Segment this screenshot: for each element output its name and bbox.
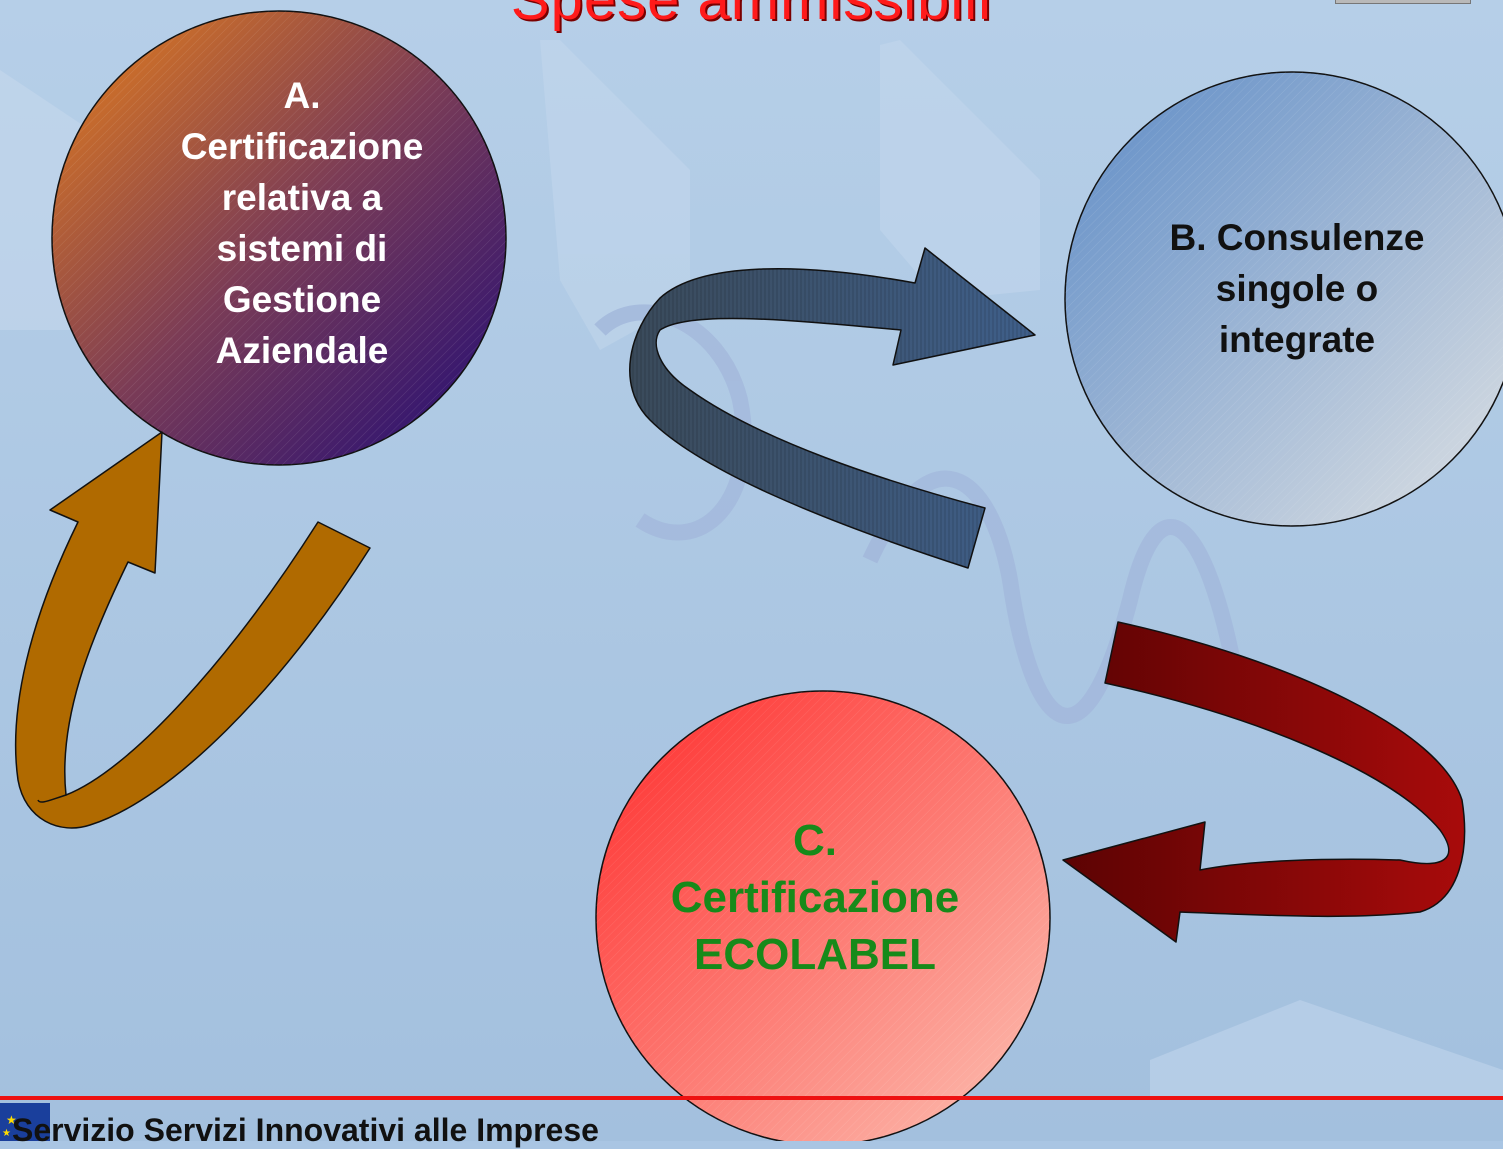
node-a-line: sistemi di <box>216 228 388 269</box>
node-b-line: singole o <box>1215 268 1379 309</box>
node-a-line: A. <box>283 75 321 116</box>
node-b-line: B. Consulenze <box>1169 217 1425 258</box>
node-c-line: ECOLABEL <box>694 930 936 979</box>
eu-flag-icon: ★ ★ <box>0 1103 50 1141</box>
node-b-line: integrate <box>1218 319 1376 360</box>
node-a-line: relativa a <box>221 177 383 218</box>
node-c <box>595 690 1051 1141</box>
node-c-line: C. <box>793 816 837 865</box>
node-a <box>51 10 507 466</box>
arrow-b-to-c <box>1062 621 1466 943</box>
node-a-line: Gestione <box>222 279 382 320</box>
node-a-line: Aziendale <box>215 330 389 371</box>
svg-text:★: ★ <box>2 1128 11 1139</box>
node-a-line: Certificazione <box>180 126 424 167</box>
corner-logo <box>1335 0 1471 4</box>
arrow-a-to-b <box>629 247 1036 569</box>
node-b <box>1064 71 1503 527</box>
svg-text:★: ★ <box>6 1113 17 1127</box>
footer-divider <box>0 1096 1503 1100</box>
node-a-label: A. Certificazione relativa a sistemi di … <box>120 70 484 376</box>
page-title: Spese ammissibili <box>0 0 1503 33</box>
footer-text: Servizio Servizi Innovativi alle Imprese <box>12 1112 599 1148</box>
arrow-c-to-a <box>14 431 371 829</box>
node-c-line: Certificazione <box>670 873 960 922</box>
node-c-label: C. Certificazione ECOLABEL <box>620 812 1010 983</box>
node-b-label: B. Consulenze singole o integrate <box>1110 212 1484 365</box>
